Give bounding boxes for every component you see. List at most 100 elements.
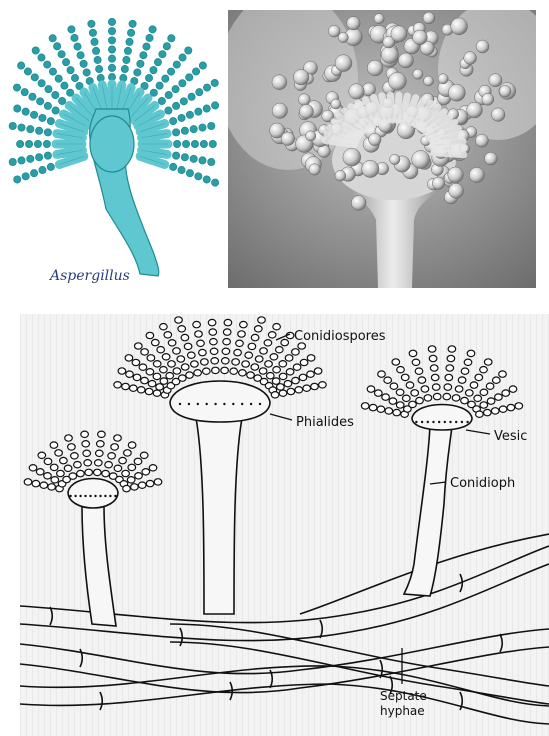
conidiospore [60,457,68,463]
label-phialides: Phialides [296,415,354,430]
conidiospore [122,470,130,476]
conidium [432,177,444,189]
spore [9,122,16,129]
conidiospore [415,368,423,374]
conidiospore [480,367,488,373]
label-hyphae: hyphae [380,704,425,718]
conidiospore [495,394,503,400]
spore [181,127,188,134]
conidiospore [181,364,189,370]
spore [45,86,52,93]
conidiospore [382,394,390,400]
conidiospore [232,359,240,365]
conidium [476,40,489,53]
conidium [475,134,488,147]
conidiospore [65,435,73,441]
spore [199,124,206,131]
conidiospore [499,406,507,412]
conidiospore [273,367,281,373]
conidiospore [396,389,404,395]
label-conidiophore: Conidioph [450,476,515,491]
conidium [448,84,465,101]
spore [18,62,25,69]
spore [30,170,37,177]
conidiospore [444,384,452,390]
conidiospore [314,368,322,374]
conidiospore [105,462,113,468]
conidiospore [430,365,438,371]
spore [196,89,203,96]
conidiospore [44,473,52,479]
spore [43,140,50,147]
conidiospore [138,482,146,488]
conidium [391,26,407,42]
conidiospore [203,368,211,374]
spore [91,38,98,45]
conidiospore [197,340,205,346]
conidiospore [153,361,161,367]
vesicle-center [170,381,270,422]
conidiospore [499,371,507,377]
conidiospore [40,482,48,488]
conidiospore [194,370,202,376]
spore [21,89,28,96]
spore [58,51,65,58]
phialide-dot [109,495,111,497]
conidium [491,108,505,122]
conidiospore [188,352,196,358]
spore [165,107,172,114]
spore [18,124,25,131]
spore [29,93,36,100]
spore [44,102,51,109]
conidium [306,131,316,141]
spore [143,43,150,50]
conidiospore [284,381,292,387]
conidiospore [409,350,417,356]
spore [68,26,75,33]
conidium [367,60,383,76]
conidiospore [268,332,276,338]
conidiospore [397,367,405,373]
spore [159,51,166,58]
conidiospore [208,319,216,325]
conidiospore [83,450,91,456]
phialide-dot [94,495,96,497]
phialide-dot [197,403,199,405]
spore [39,114,46,121]
conidiospore [248,343,256,349]
conidiospore [251,334,259,340]
conidiospore [179,375,187,381]
conidiospore [292,377,300,383]
conidiospore [464,359,472,365]
conidiospore [255,356,263,362]
conidiospore [385,408,393,414]
conidiospore [141,377,149,383]
spore [30,111,37,118]
conidiospore [403,395,411,401]
spore [49,68,56,75]
conidiospore [135,473,143,479]
conidiospore [156,384,164,390]
conidiospore [406,382,414,388]
conidiospore [191,361,199,367]
conidiospore [421,386,429,392]
conidium [281,132,295,146]
conidiospore [443,393,451,399]
spore [156,82,163,89]
conidiospore [409,401,417,407]
conidiospore [247,372,255,378]
sem-micrograph [228,10,536,288]
conidiospore [286,369,294,375]
conidiospore [137,387,145,393]
spore [173,102,180,109]
conidium [272,75,287,90]
conidium [309,164,320,175]
conidiospore [446,365,454,371]
phialide-dot [232,403,234,405]
conidiospore [97,441,105,447]
conidiospore [36,469,44,475]
conidiospore [50,464,58,470]
conidiospore [178,326,186,332]
conidiospore [141,349,149,355]
spore [59,97,66,104]
